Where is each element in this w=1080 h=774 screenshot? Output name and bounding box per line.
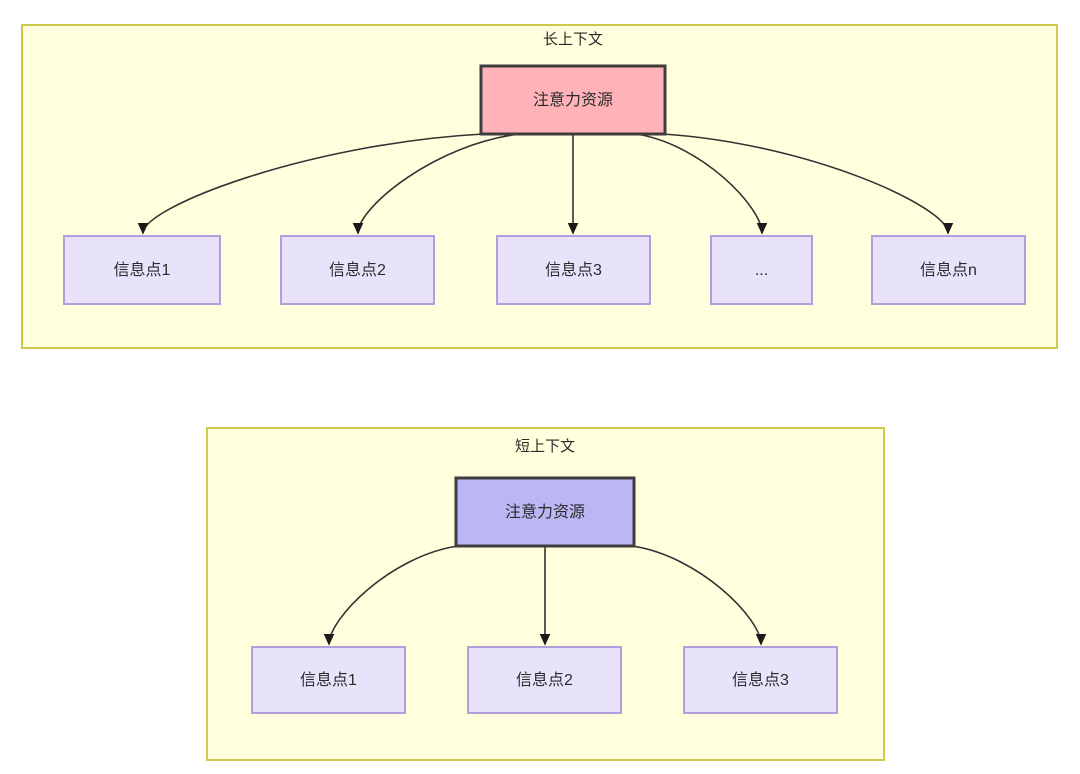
info-node-label: 信息点2 — [516, 671, 573, 689]
info-node-long-context-4[interactable]: ... — [710, 235, 813, 305]
info-node-rect — [63, 235, 221, 305]
edge-long-context-4 — [635, 133, 768, 235]
info-node-label: ... — [755, 262, 768, 279]
info-node-label: 信息点1 — [300, 671, 357, 689]
info-node-label: 信息点1 — [114, 261, 171, 279]
edge-long-context-5 — [662, 133, 954, 235]
attention-node-label: 注意力资源 — [505, 502, 585, 521]
container-title-long-context: 长上下文 — [543, 31, 603, 48]
info-node-rect — [683, 646, 838, 714]
edge-long-context-1 — [137, 133, 484, 235]
info-node-rect — [710, 235, 813, 305]
info-node-rect — [280, 235, 435, 305]
edge-short-context-1 — [323, 545, 459, 646]
info-node-label: 信息点n — [920, 261, 977, 279]
info-node-rect — [251, 646, 406, 714]
attention-node-rect — [479, 64, 667, 136]
info-node-label: 信息点3 — [732, 671, 789, 689]
edge-short-context-3 — [631, 545, 767, 646]
attention-node-long-context[interactable]: 注意力资源 — [479, 64, 667, 136]
info-node-long-context-5[interactable]: 信息点n — [871, 235, 1026, 305]
info-node-long-context-1[interactable]: 信息点1 — [63, 235, 221, 305]
info-node-short-context-2[interactable]: 信息点2 — [467, 646, 622, 714]
info-node-rect — [496, 235, 651, 305]
info-node-long-context-3[interactable]: 信息点3 — [496, 235, 651, 305]
info-node-rect — [467, 646, 622, 714]
info-node-label: 信息点3 — [545, 261, 602, 279]
attention-node-rect — [454, 476, 636, 548]
container-title-short-context: 短上下文 — [515, 438, 575, 455]
info-node-label: 信息点2 — [329, 261, 386, 279]
info-node-short-context-1[interactable]: 信息点1 — [251, 646, 406, 714]
info-node-rect — [871, 235, 1026, 305]
attention-node-short-context[interactable]: 注意力资源 — [454, 476, 636, 548]
info-node-long-context-2[interactable]: 信息点2 — [280, 235, 435, 305]
attention-node-label: 注意力资源 — [533, 90, 613, 109]
info-node-short-context-3[interactable]: 信息点3 — [683, 646, 838, 714]
edge-long-context-2 — [352, 133, 521, 235]
